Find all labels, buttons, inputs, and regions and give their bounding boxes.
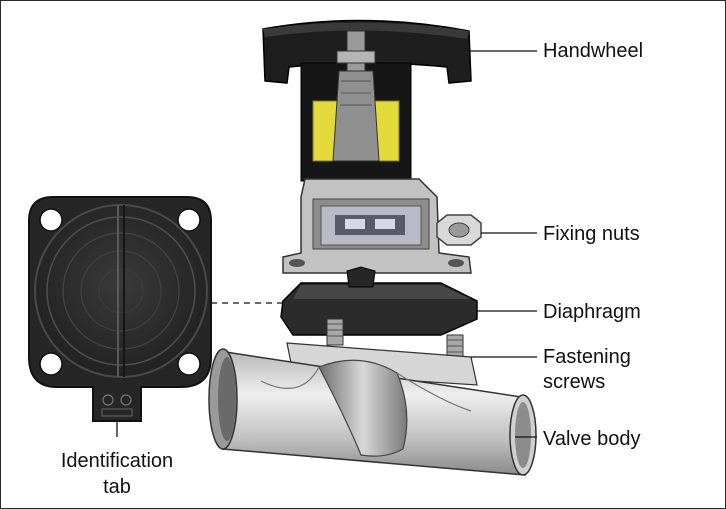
label-fastening-screws-line2: screws [543, 371, 606, 393]
label-diaphragm: Diaphragm [543, 301, 641, 323]
label-fastening-screws-line1: Fastening [543, 346, 631, 368]
bonnet [282, 178, 472, 274]
diaphragm-side [280, 266, 478, 336]
valve-body [208, 342, 537, 476]
fastening-screws [326, 318, 464, 360]
label-valve-body: Valve body [543, 428, 641, 450]
label-identification-tab-line2: tab [103, 476, 131, 498]
label-identification-tab-line1: Identification [60, 450, 174, 472]
label-fixing-nuts: Fixing nuts [543, 223, 640, 245]
fixing-nut [436, 214, 482, 246]
spindle [332, 30, 380, 162]
leader-lines [116, 50, 537, 438]
label-handwheel: Handwheel [543, 40, 644, 62]
diaphragm-front-view [28, 196, 212, 422]
